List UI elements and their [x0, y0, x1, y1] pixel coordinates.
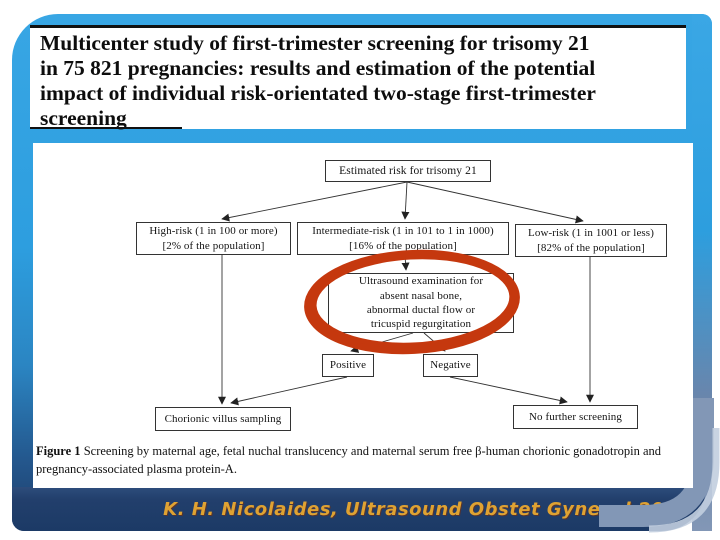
footer-band: K. H. Nicolaides, Ultrasound Obstet Gyne…: [12, 487, 706, 531]
figure-panel: Estimated risk for trisomy 21 High-risk …: [33, 143, 693, 488]
flow-node-negative: Negative: [423, 354, 478, 377]
flow-node-estimated-risk: Estimated risk for trisomy 21: [325, 160, 491, 182]
node-text: Intermediate-risk (1 in 101 to 1 in 1000…: [312, 225, 494, 238]
flow-node-low-risk: Low-risk (1 in 1001 or less) [82% of the…: [515, 224, 667, 257]
node-text: Negative: [430, 359, 471, 372]
node-text: [82% of the population]: [537, 241, 645, 254]
node-text: High-risk (1 in 100 or more): [149, 225, 278, 238]
figure-caption-text: Screening by maternal age, fetal nuchal …: [36, 444, 662, 477]
paper-title-block: Multicenter study of first-trimester scr…: [30, 25, 686, 131]
paper-title-line: in 75 821 pregnancies: results and estim…: [40, 56, 596, 81]
title-bottom-rule: [30, 127, 182, 129]
flow-node-positive: Positive: [322, 354, 374, 377]
flow-node-chorionic-villus-sampling: Chorionic villus sampling: [155, 407, 291, 431]
flow-node-high-risk: High-risk (1 in 100 or more) [2% of the …: [136, 222, 291, 255]
node-text: Ultrasound examination for: [358, 275, 484, 288]
node-text: absent nasal bone,: [379, 289, 463, 302]
figure-caption-label: Figure 1: [36, 444, 81, 458]
flow-node-intermediate-risk: Intermediate-risk (1 in 101 to 1 in 1000…: [297, 222, 509, 255]
node-text: [2% of the population]: [162, 239, 265, 252]
node-text: Chorionic villus sampling: [164, 412, 282, 425]
paper-title-line: Multicenter study of first-trimester scr…: [40, 31, 590, 55]
node-text: abnormal ductal flow or: [366, 304, 476, 316]
node-text: tricuspid regurgitation: [370, 318, 472, 331]
flow-node-no-further-screening: No further screening: [513, 405, 638, 429]
citation-text: K. H. Nicolaides, Ultrasound Obstet Gyne…: [163, 498, 690, 520]
paper-title-line: screening: [40, 106, 127, 131]
node-text: Positive: [329, 359, 367, 372]
node-text: No further screening: [528, 410, 623, 423]
right-accent-bar: [692, 14, 712, 531]
paper-title-line: impact of individual risk-orientated two…: [40, 81, 596, 106]
node-text: Estimated risk for trisomy 21: [339, 164, 477, 177]
figure-caption: Figure 1 Screening by maternal age, feta…: [36, 442, 689, 478]
node-text: [16% of the population]: [349, 239, 457, 252]
node-text: Low-risk (1 in 1001 or less): [528, 227, 654, 240]
flow-node-ultrasound-exam: Ultrasound examination for absent nasal …: [328, 273, 514, 333]
